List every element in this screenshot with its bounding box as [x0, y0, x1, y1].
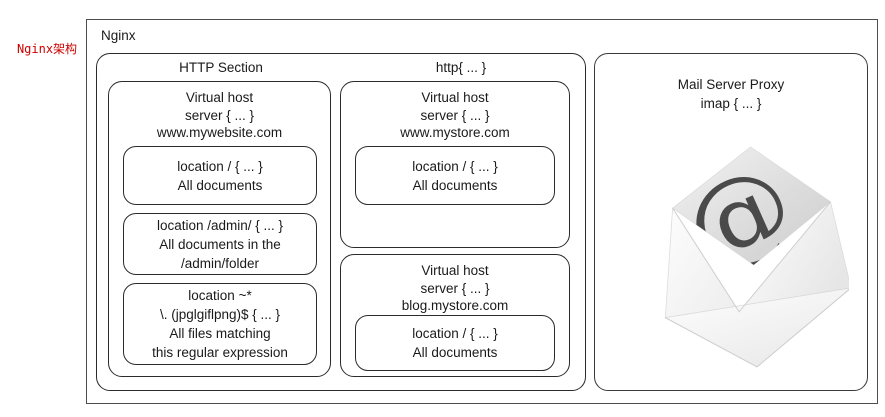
virtual-host-line-3: www.mywebsite.com [156, 125, 283, 140]
envelope-icon: @ [664, 143, 849, 368]
virtual-host-line-1: Virtual host [185, 90, 254, 105]
location-line-2: All documents [412, 177, 498, 193]
virtual-host-line-3: www.mystore.com [400, 125, 510, 140]
location-box-regex: location ~* \. (jpglgiflpng)$ { ... } Al… [123, 283, 317, 365]
mail-title-line-1: Mail Server Proxy [677, 77, 785, 92]
virtual-host-box-mywebsite: Virtual host server { ... } www.mywebsit… [108, 81, 331, 377]
location-line-1: location ~* [188, 288, 252, 303]
virtual-host-line-1: Virtual host [421, 90, 489, 105]
virtual-host-line-1: Virtual host [421, 263, 489, 278]
virtual-host-box-blog-mystore: Virtual host server { ... } blog.mystore… [340, 254, 570, 377]
nginx-outer-frame: Nginx HTTP Section http{ ... } Virtual h… [86, 19, 878, 404]
virtual-host-box-mystore: Virtual host server { ... } www.mystore.… [340, 81, 570, 248]
virtual-host-title: Virtual host server { ... } www.mywebsit… [109, 89, 330, 142]
location-line-2: \. (jpglgiflpng)$ { ... } [159, 307, 281, 322]
mail-title-line-2: imap { ... } [700, 96, 762, 111]
virtual-host-title: Virtual host server { ... } blog.mystore… [341, 262, 569, 315]
location-box-root: location / { ... } All documents [355, 315, 555, 371]
virtual-host-title: Virtual host server { ... } www.mystore.… [341, 89, 569, 142]
http-section-heading: HTTP Section [179, 60, 263, 75]
location-box-root: location / { ... } All documents [123, 146, 317, 205]
location-line-1: location /admin/ { ... } [156, 217, 284, 233]
location-line-3: /admin/folder [180, 255, 260, 271]
location-line-1: location / { ... } [412, 326, 498, 341]
http-block-heading: http{ ... } [435, 60, 487, 75]
mail-server-proxy-box: Mail Server Proxy imap { ... } [594, 53, 868, 391]
location-line-2: All documents in the [159, 236, 281, 252]
envelope-fold-seam [672, 201, 831, 313]
location-line-1: location / { ... } [177, 158, 263, 174]
location-line-2: All documents [412, 345, 498, 360]
location-box-root: location / { ... } All documents [355, 146, 555, 205]
nginx-label: Nginx [101, 28, 136, 43]
location-line-4: this regular expression [152, 345, 288, 360]
location-box-admin: location /admin/ { ... } All documents i… [123, 213, 317, 275]
virtual-host-line-3: blog.mystore.com [401, 298, 509, 313]
envelope-illustration: @ [617, 142, 849, 377]
diagram-caption: Nginx架构 [16, 42, 78, 56]
location-line-2: All documents [177, 177, 263, 193]
virtual-host-line-2: server { ... } [184, 107, 255, 123]
mail-server-proxy-title: Mail Server Proxy imap { ... } [595, 75, 867, 113]
location-line-3: All files matching [169, 326, 271, 341]
virtual-host-line-2: server { ... } [420, 280, 490, 296]
envelope-bottom-seam [665, 287, 849, 368]
location-line-1: location / { ... } [412, 158, 498, 174]
virtual-host-line-2: server { ... } [420, 107, 490, 123]
http-section-box: HTTP Section http{ ... } Virtual host se… [96, 53, 586, 391]
